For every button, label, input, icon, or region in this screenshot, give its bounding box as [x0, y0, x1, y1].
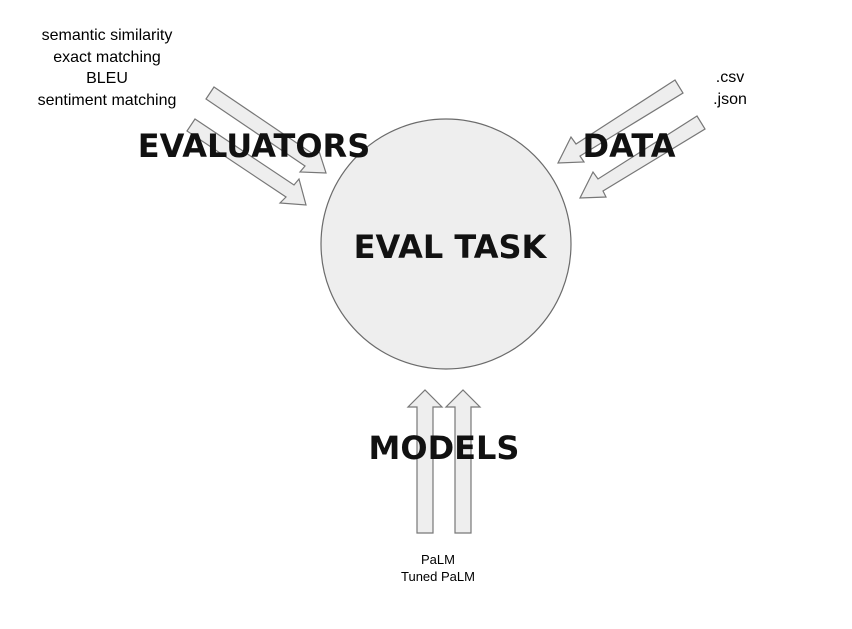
evaluators-arrow-upper [205, 86, 327, 174]
data-arrow-lower [579, 115, 706, 199]
data-arrow-upper [557, 79, 684, 164]
eval-task-circle [320, 118, 572, 370]
model-item: PaLM [421, 552, 455, 567]
evaluators-arrow-lower [186, 118, 307, 206]
eval-task-label: EVAL TASK [354, 228, 548, 266]
models-heading: MODELS [369, 429, 520, 467]
data-item: .csv [716, 69, 744, 86]
evaluator-item: exact matching [53, 49, 161, 66]
evaluator-item: BLEU [86, 70, 128, 87]
models-arrow-left [406, 389, 444, 534]
data-item: .json [713, 91, 747, 108]
evaluators-heading: EVALUATORS [138, 127, 370, 165]
data-heading: DATA [583, 127, 676, 165]
evaluator-item: semantic similarity [42, 27, 173, 44]
model-item: Tuned PaLM [401, 569, 475, 584]
evaluator-item: sentiment matching [38, 92, 177, 109]
models-arrow-right [444, 389, 482, 534]
